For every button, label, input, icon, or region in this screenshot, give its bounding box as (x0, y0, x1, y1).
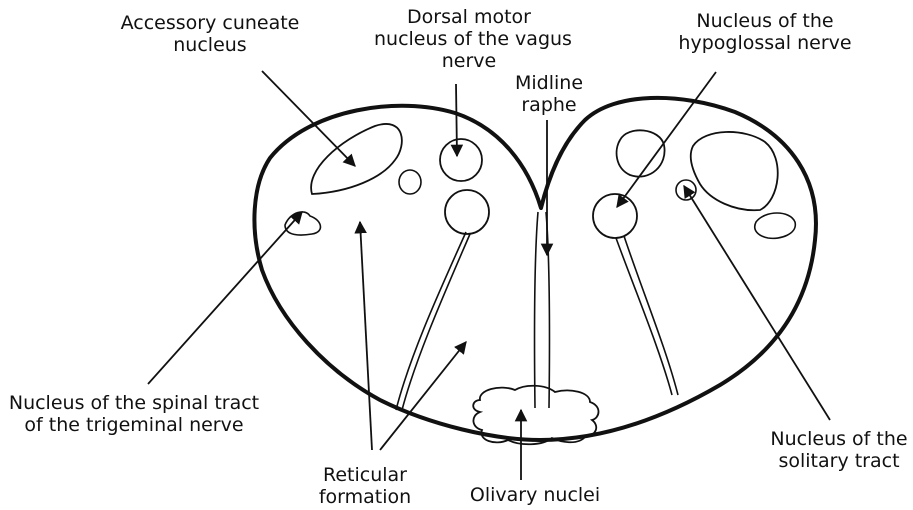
spinal-trigeminal-nucleus-shape (285, 212, 320, 235)
pointer-spinal-trigeminal (148, 212, 302, 384)
label-line: Dorsal motor (374, 6, 564, 28)
right-hypoglossal-nucleus-shape (593, 194, 637, 238)
label-line: of the trigeminal nerve (2, 414, 266, 436)
label-line: Accessory cuneate (112, 12, 308, 34)
label-line: nucleus (112, 34, 308, 56)
label-line: Nucleus of the spinal tract (2, 392, 266, 414)
pointer-reticular-2 (380, 342, 466, 450)
small-nucleus-left (399, 170, 421, 194)
label-accessory-cuneate-nucleus: Accessory cuneate nucleus (112, 12, 308, 56)
label-hypoglossal-nucleus: Nucleus of the hypoglossal nerve (670, 10, 860, 54)
label-line: solitary tract (766, 450, 912, 472)
label-olivary-nuclei: Olivary nuclei (460, 484, 610, 506)
label-line: nerve (374, 50, 564, 72)
label-line: Nucleus of the (766, 428, 912, 450)
label-reticular-formation: Reticular formation (310, 464, 420, 508)
pointer-reticular-1 (360, 222, 372, 450)
label-line: hypoglossal nerve (670, 32, 860, 54)
label-midline-raphe: Midline raphe (504, 72, 594, 116)
label-line: Olivary nuclei (460, 484, 610, 506)
pointer-dorsal-motor (456, 84, 457, 156)
label-line: nucleus of the vagus (374, 28, 564, 50)
label-dorsal-motor-nucleus: Dorsal motor nucleus of the vagus nerve (374, 6, 564, 72)
label-line: formation (310, 486, 420, 508)
label-line: raphe (504, 94, 594, 116)
right-cuneate-nucleus-shape (691, 132, 778, 210)
label-line: Reticular (310, 464, 420, 486)
label-line: Midline (504, 72, 594, 94)
dorsal-motor-nucleus-shape (440, 139, 482, 181)
right-trigeminal-nucleus-shape (755, 213, 796, 238)
label-line: Nucleus of the (670, 10, 860, 32)
left-hypoglossal-nucleus-shape (445, 190, 489, 234)
right-nerve-root (616, 236, 678, 395)
label-spinal-trigeminal-nucleus: Nucleus of the spinal tract of the trige… (2, 392, 266, 436)
label-solitary-tract-nucleus: Nucleus of the solitary tract (766, 428, 912, 472)
